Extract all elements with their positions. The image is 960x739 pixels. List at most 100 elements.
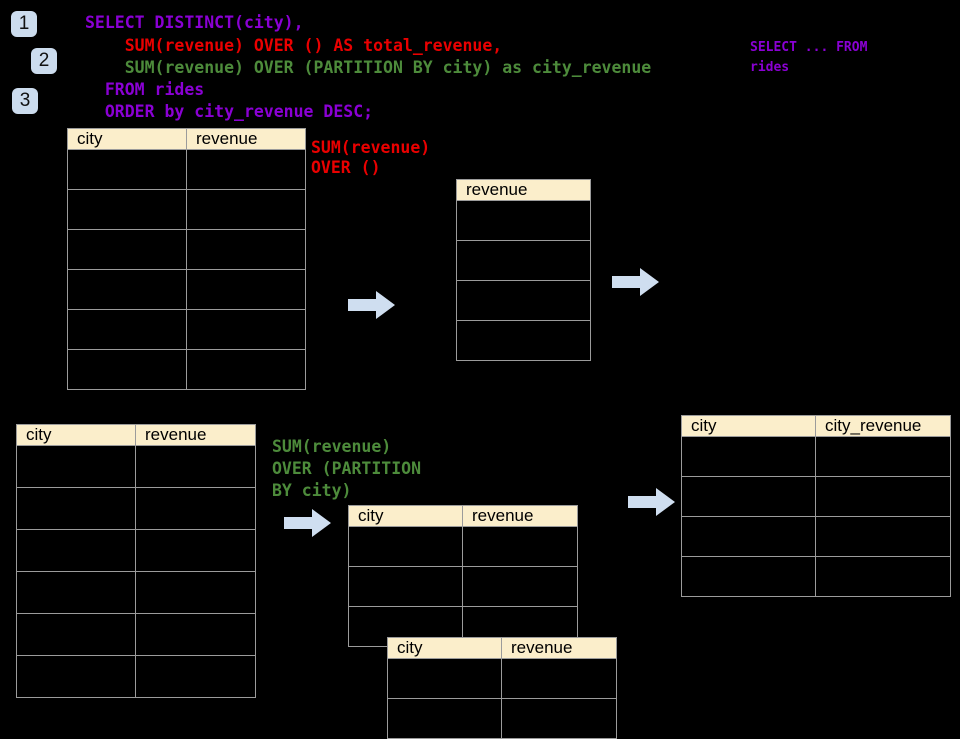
sql-line-from: FROM rides <box>85 80 205 99</box>
cell <box>67 269 187 310</box>
column-header-city: city <box>387 637 502 659</box>
cell <box>681 476 816 517</box>
rides-source-table-2: city revenue <box>16 424 256 698</box>
cell <box>501 698 617 739</box>
cell <box>67 189 187 230</box>
cell <box>135 613 256 656</box>
column-header-revenue: revenue <box>135 424 256 446</box>
table-row <box>16 655 256 698</box>
cell <box>67 149 187 190</box>
cell <box>387 698 502 739</box>
table-row <box>67 349 306 390</box>
cell <box>67 309 187 350</box>
cell <box>681 556 816 597</box>
column-header-revenue: revenue <box>462 505 578 527</box>
table-header-row: city revenue <box>67 128 306 150</box>
city-revenue-result-table: city city_revenue <box>681 415 951 597</box>
cell <box>681 516 816 557</box>
column-header-city: city <box>67 128 187 150</box>
step-badge-1: 1 <box>11 11 37 37</box>
annotation-sum-over-empty: SUM(revenue) OVER () <box>311 138 431 177</box>
table-row <box>387 698 617 739</box>
cell <box>16 529 136 572</box>
cell <box>67 229 187 270</box>
table-row <box>456 280 591 321</box>
table-header-row: revenue <box>456 179 591 201</box>
total-revenue-table: revenue <box>456 179 591 361</box>
table-row <box>681 516 951 557</box>
table-row <box>456 200 591 241</box>
cell <box>348 566 463 607</box>
column-header-city: city <box>16 424 136 446</box>
cell <box>186 229 306 270</box>
sidenote-rides: rides <box>750 60 790 75</box>
table-row <box>348 526 578 567</box>
cell <box>815 556 951 597</box>
cell <box>186 269 306 310</box>
arrow-total-to-result <box>612 267 660 302</box>
sidenote-select-from: SELECT ... FROM <box>750 40 868 55</box>
cell <box>135 571 256 614</box>
step-badge-2: 2 <box>31 48 57 74</box>
cell <box>135 445 256 488</box>
cell <box>815 516 951 557</box>
table-row <box>681 476 951 517</box>
cell <box>815 476 951 517</box>
step-badge-3: 3 <box>12 88 38 114</box>
sql-line-select: SELECT DISTINCT(city), <box>85 13 304 32</box>
table-header-row: city revenue <box>387 637 617 659</box>
cell <box>186 349 306 390</box>
table-row <box>67 229 306 270</box>
cell <box>67 349 187 390</box>
cell <box>815 436 951 477</box>
cell <box>681 436 816 477</box>
column-header-revenue: revenue <box>186 128 306 150</box>
cell <box>16 445 136 488</box>
diagram-canvas: 1 2 3 SELECT DISTINCT(city), SUM(revenue… <box>11 11 951 739</box>
cell <box>135 655 256 698</box>
table-row <box>67 269 306 310</box>
table-row <box>681 436 951 477</box>
sql-line-total: SUM(revenue) OVER () AS total_revenue, <box>85 36 503 55</box>
cell <box>348 526 463 567</box>
table-row <box>67 149 306 190</box>
cell <box>456 240 591 281</box>
arrow-source-to-partition <box>284 508 332 543</box>
table-row <box>16 529 256 572</box>
cell <box>16 655 136 698</box>
cell <box>456 320 591 361</box>
column-header-city: city <box>348 505 463 527</box>
cell <box>135 529 256 572</box>
table-row <box>348 566 578 607</box>
cell <box>16 613 136 656</box>
table-row <box>67 309 306 350</box>
cell <box>387 658 502 699</box>
column-header-city: city <box>681 415 816 437</box>
column-header-revenue: revenue <box>501 637 617 659</box>
cell <box>16 487 136 530</box>
cell <box>456 200 591 241</box>
table-header-row: city revenue <box>16 424 256 446</box>
annotation-sum-over-partition: SUM(revenue) OVER (PARTITION BY city) <box>272 437 422 500</box>
table-header-row: city revenue <box>348 505 578 527</box>
cell <box>186 149 306 190</box>
sql-line-partition: SUM(revenue) OVER (PARTITION BY city) as… <box>85 58 652 77</box>
arrow-source-to-total <box>348 290 396 325</box>
cell <box>135 487 256 530</box>
table-row <box>67 189 306 230</box>
cell <box>462 566 578 607</box>
cell <box>16 571 136 614</box>
table-row <box>456 320 591 361</box>
table-row <box>16 571 256 614</box>
cell <box>186 189 306 230</box>
cell <box>462 526 578 567</box>
column-header-revenue: revenue <box>456 179 591 201</box>
table-row <box>681 556 951 597</box>
column-header-city-revenue: city_revenue <box>815 415 951 437</box>
table-header-row: city city_revenue <box>681 415 951 437</box>
cell <box>501 658 617 699</box>
table-row <box>456 240 591 281</box>
cell <box>186 309 306 350</box>
arrow-partition-to-result <box>628 487 676 522</box>
partition-table-front: city revenue <box>348 505 578 647</box>
